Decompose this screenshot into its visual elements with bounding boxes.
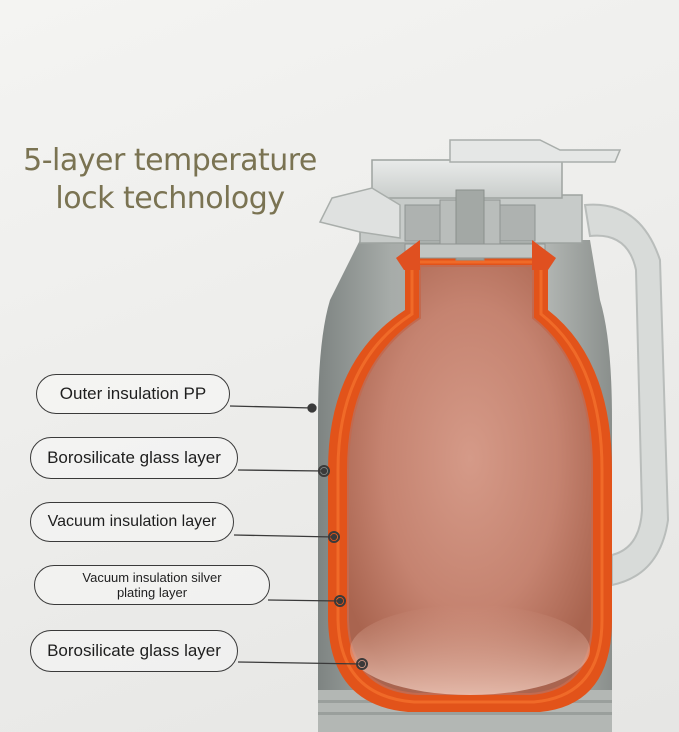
label-vacuum-layer: Vacuum insulation layer bbox=[30, 502, 234, 542]
label-silver-plating: Vacuum insulation silver plating layer bbox=[34, 565, 270, 605]
label-outer-insulation-text: Outer insulation PP bbox=[59, 384, 207, 403]
label-vacuum-layer-text: Vacuum insulation layer bbox=[47, 513, 217, 530]
headline-line-1: 5-layer temperature bbox=[23, 143, 317, 178]
headline-line-2: lock technology bbox=[55, 181, 285, 216]
headline: 5-layer temperature lock technology bbox=[20, 142, 320, 218]
spout bbox=[318, 187, 401, 239]
label-glass-layer-2: Borosilicate glass layer bbox=[30, 630, 238, 672]
label-silver-plating-line-2: plating layer bbox=[116, 585, 188, 600]
leader-lines bbox=[229, 403, 368, 670]
label-glass-layer-1-text: Borosilicate glass layer bbox=[47, 448, 221, 467]
handle bbox=[583, 203, 670, 587]
label-glass-layer-1: Borosilicate glass layer bbox=[30, 437, 238, 479]
lid-button bbox=[449, 139, 622, 163]
label-silver-plating-line-1: Vacuum insulation silver bbox=[82, 570, 222, 585]
label-outer-insulation: Outer insulation PP bbox=[36, 374, 230, 414]
label-glass-layer-2-text: Borosilicate glass layer bbox=[47, 641, 221, 660]
